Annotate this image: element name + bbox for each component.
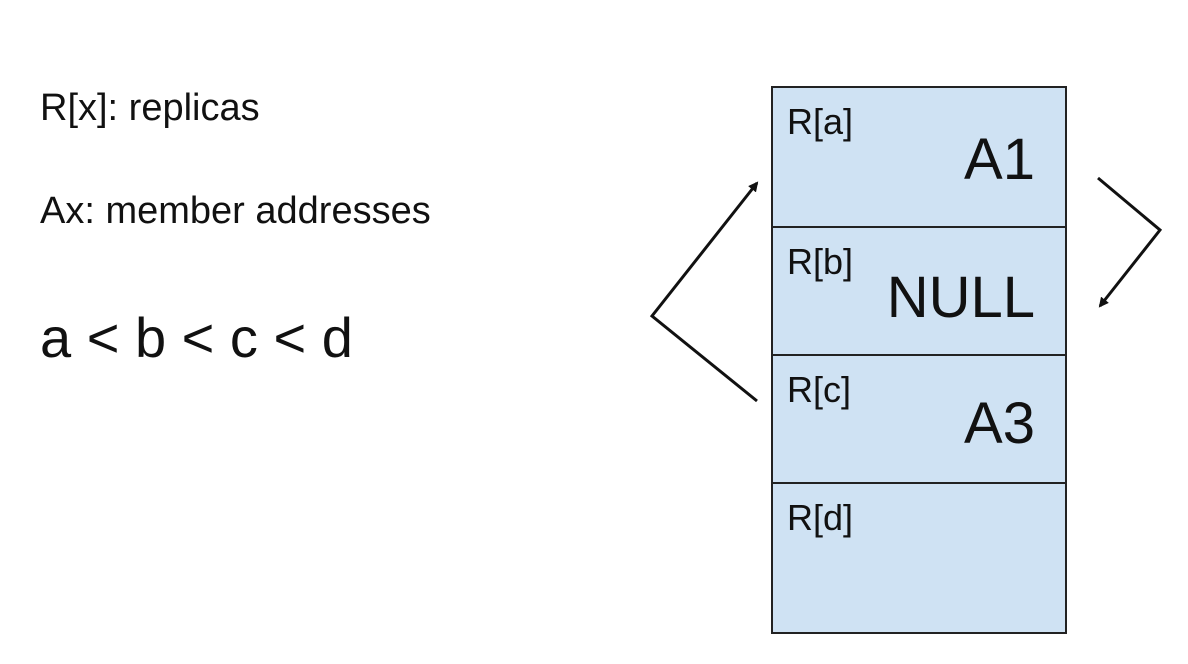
legend-replicas: R[x]: replicas — [40, 87, 260, 129]
replica-cell-label: R[d] — [787, 497, 854, 538]
replica-cell-label: R[a] — [787, 101, 854, 142]
replica-cell-c: R[c] A3 — [773, 356, 1065, 484]
replica-cell-b: R[b] NULL — [773, 228, 1065, 356]
replica-cell-d: R[d] — [773, 484, 1065, 632]
right-arrow-a-to-b — [1097, 176, 1163, 308]
replica-table: R[a] A1 R[b] NULL R[c] A3 R[d] — [771, 86, 1067, 634]
legend-member-addresses: Ax: member addresses — [40, 190, 431, 232]
replica-cell-label: R[b] — [787, 241, 854, 282]
replica-cell-label: R[c] — [787, 369, 852, 410]
replica-cell-value: A3 — [964, 391, 1035, 456]
ordering-expression: a < b < c < d — [40, 306, 353, 369]
left-arrow-c-to-a — [649, 181, 759, 403]
replica-cell-a: R[a] A1 — [773, 88, 1065, 228]
replica-cell-value: A1 — [964, 127, 1035, 192]
replica-cell-value: NULL — [886, 265, 1035, 330]
